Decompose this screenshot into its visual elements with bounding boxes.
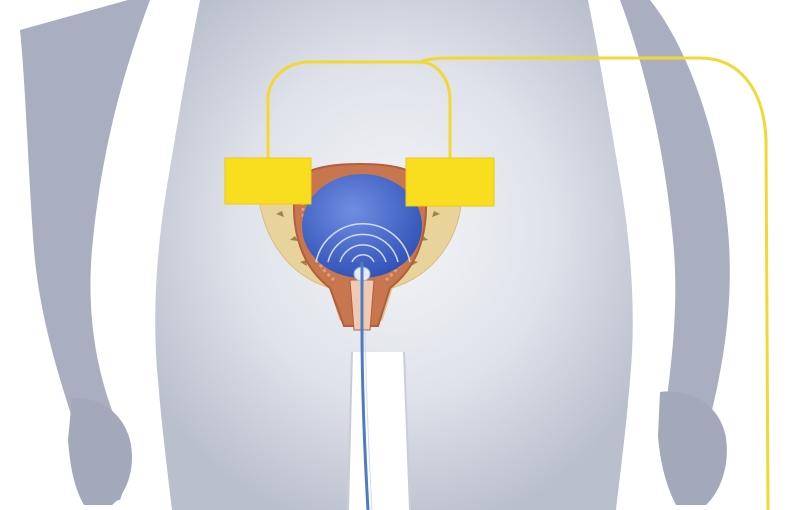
leg-gap (348, 352, 410, 510)
right-electrode-pad (406, 158, 494, 206)
left-electrode-pad (225, 158, 311, 204)
left-hand (68, 398, 132, 505)
right-hand (658, 391, 727, 505)
